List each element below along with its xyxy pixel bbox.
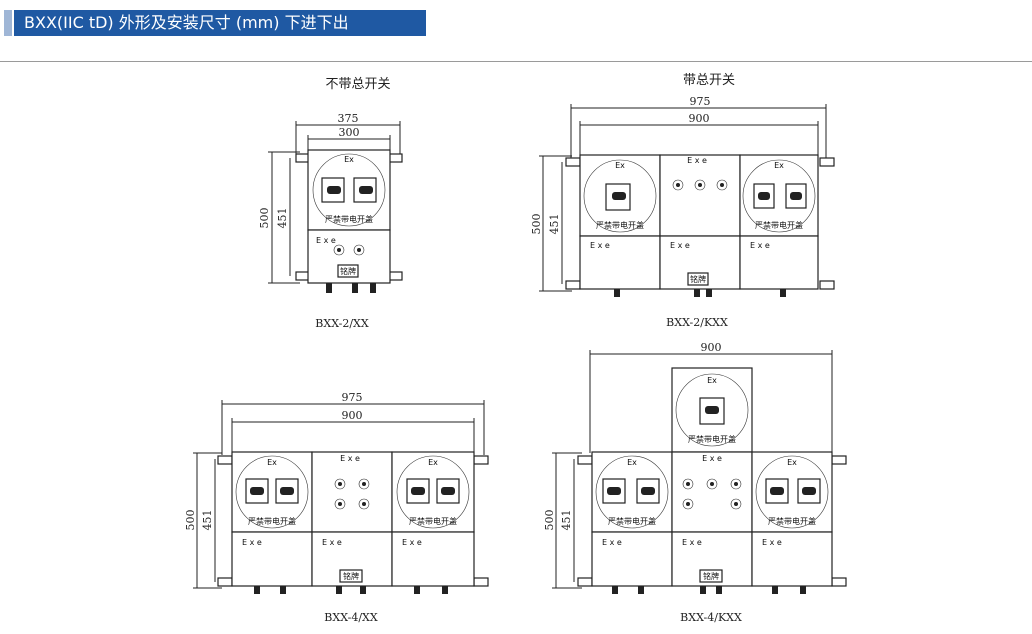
exe-mark: E x e [762,538,782,547]
control-enclosure [311,451,393,533]
caption-bxx-4-kxx: BXX-4/KXX [680,611,742,624]
control-enclosure [671,451,753,533]
exe-mark: E x e [750,241,770,250]
warning-label: 严禁带电开盖 [409,516,457,526]
ex-mark: Ex [344,155,354,164]
ex-mark: Ex [787,458,797,467]
drawing-bxx-2-xx: 不带总开关 375 300 500 451 Ex 严禁带电开盖 E x e [258,77,403,330]
nameplate [339,569,363,583]
heading-without-main-switch: 不带总开关 [325,77,390,92]
switch-enclosure [391,451,475,533]
nameplate-text: 铭牌 [343,571,359,581]
warning-label: 严禁带电开盖 [688,434,736,444]
mounting-tab [831,577,847,587]
terminal-enclosure [751,531,833,587]
terminal-enclosure [231,531,313,587]
terminal-enclosure [391,531,475,587]
dim-height-mounting: 451 [548,214,561,235]
dim-width-mounting: 300 [339,126,360,139]
mounting-tab [217,455,233,465]
exe-mark: E x e [340,454,360,463]
mounting-tab [565,280,581,290]
mounting-tab [217,577,233,587]
warning-label: 严禁带电开盖 [755,220,803,230]
header-divider [0,61,1032,62]
dim-height-overall: 500 [530,214,543,235]
ex-mark: Ex [615,161,625,170]
terminal-enclosure [591,531,673,587]
dim-width-overall: 975 [342,391,363,404]
warning-label: 严禁带电开盖 [596,220,644,230]
ex-mark: Ex [707,376,717,385]
nameplate [687,272,709,286]
nameplate-text: 铭牌 [703,571,719,581]
warning-label: 严禁带电开盖 [768,516,816,526]
mounting-tab [831,455,847,465]
exe-mark: E x e [242,538,262,547]
dim-width-overall: 375 [338,112,359,125]
caption-bxx-4-xx: BXX-4/XX [324,611,378,624]
exe-mark: E x e [687,156,707,165]
page-title: BXX(IIC tD) 外形及安装尺寸 (mm) 下进下出 [14,10,426,36]
drawing-bxx-2-kxx: 带总开关 975 900 500 451 Ex 严禁带电开盖 E x e [530,73,835,329]
ex-mark: Ex [627,458,637,467]
dim-height-mounting: 451 [560,510,573,531]
dim-height-mounting: 451 [201,510,214,531]
mounting-tab [819,280,835,290]
exe-mark: E x e [402,538,422,547]
dim-height-overall: 500 [543,510,556,531]
warning-label: 严禁带电开盖 [248,516,296,526]
heading-with-main-switch: 带总开关 [683,73,735,88]
dim-width-mounting: 900 [342,409,363,422]
nameplate-text: 铭牌 [340,266,356,276]
ex-mark: Ex [428,458,438,467]
page-header: BXX(IIC tD) 外形及安装尺寸 (mm) 下进下出 [0,8,426,38]
ex-mark: Ex [267,458,277,467]
warning-label: 严禁带电开盖 [325,214,373,224]
exe-mark: E x e [322,538,342,547]
mounting-tab [473,455,489,465]
dim-width-mounting: 900 [701,341,722,354]
exe-mark: E x e [682,538,702,547]
caption-bxx-2-kxx: BXX-2/KXX [666,316,728,329]
caption-bxx-2-xx: BXX-2/XX [315,317,369,330]
control-enclosure [659,154,741,237]
dim-width-mounting: 900 [689,112,710,125]
nameplate-text: 铭牌 [690,274,706,284]
mounting-tab [473,577,489,587]
mounting-tab [819,157,835,167]
dim-height-mounting: 451 [276,208,289,229]
dim-height-overall: 500 [184,510,197,531]
nameplate [699,569,723,583]
terminal-enclosure [739,235,819,290]
dim-width-overall: 975 [690,95,711,108]
drawing-bxx-4-xx: 975 900 500 451 Ex 严禁带电开盖 E x e Ex [184,391,489,624]
dim-height-overall: 500 [258,208,271,229]
ex-mark: Ex [774,161,784,170]
exe-mark: E x e [702,454,722,463]
terminal-enclosure [659,235,741,290]
mounting-tab [577,577,593,587]
exe-mark: E x e [590,241,610,250]
nameplate [337,264,359,278]
header-accent-bar [4,10,12,36]
mounting-tab [577,455,593,465]
mounting-tab [565,157,581,167]
drawing-bxx-4-kxx: 900 500 451 Ex 严禁带电开盖 Ex 严禁带电开盖 E x e [543,341,847,624]
warning-label: 严禁带电开盖 [608,516,656,526]
exe-mark: E x e [316,236,336,245]
exe-mark: E x e [670,241,690,250]
exe-mark: E x e [602,538,622,547]
